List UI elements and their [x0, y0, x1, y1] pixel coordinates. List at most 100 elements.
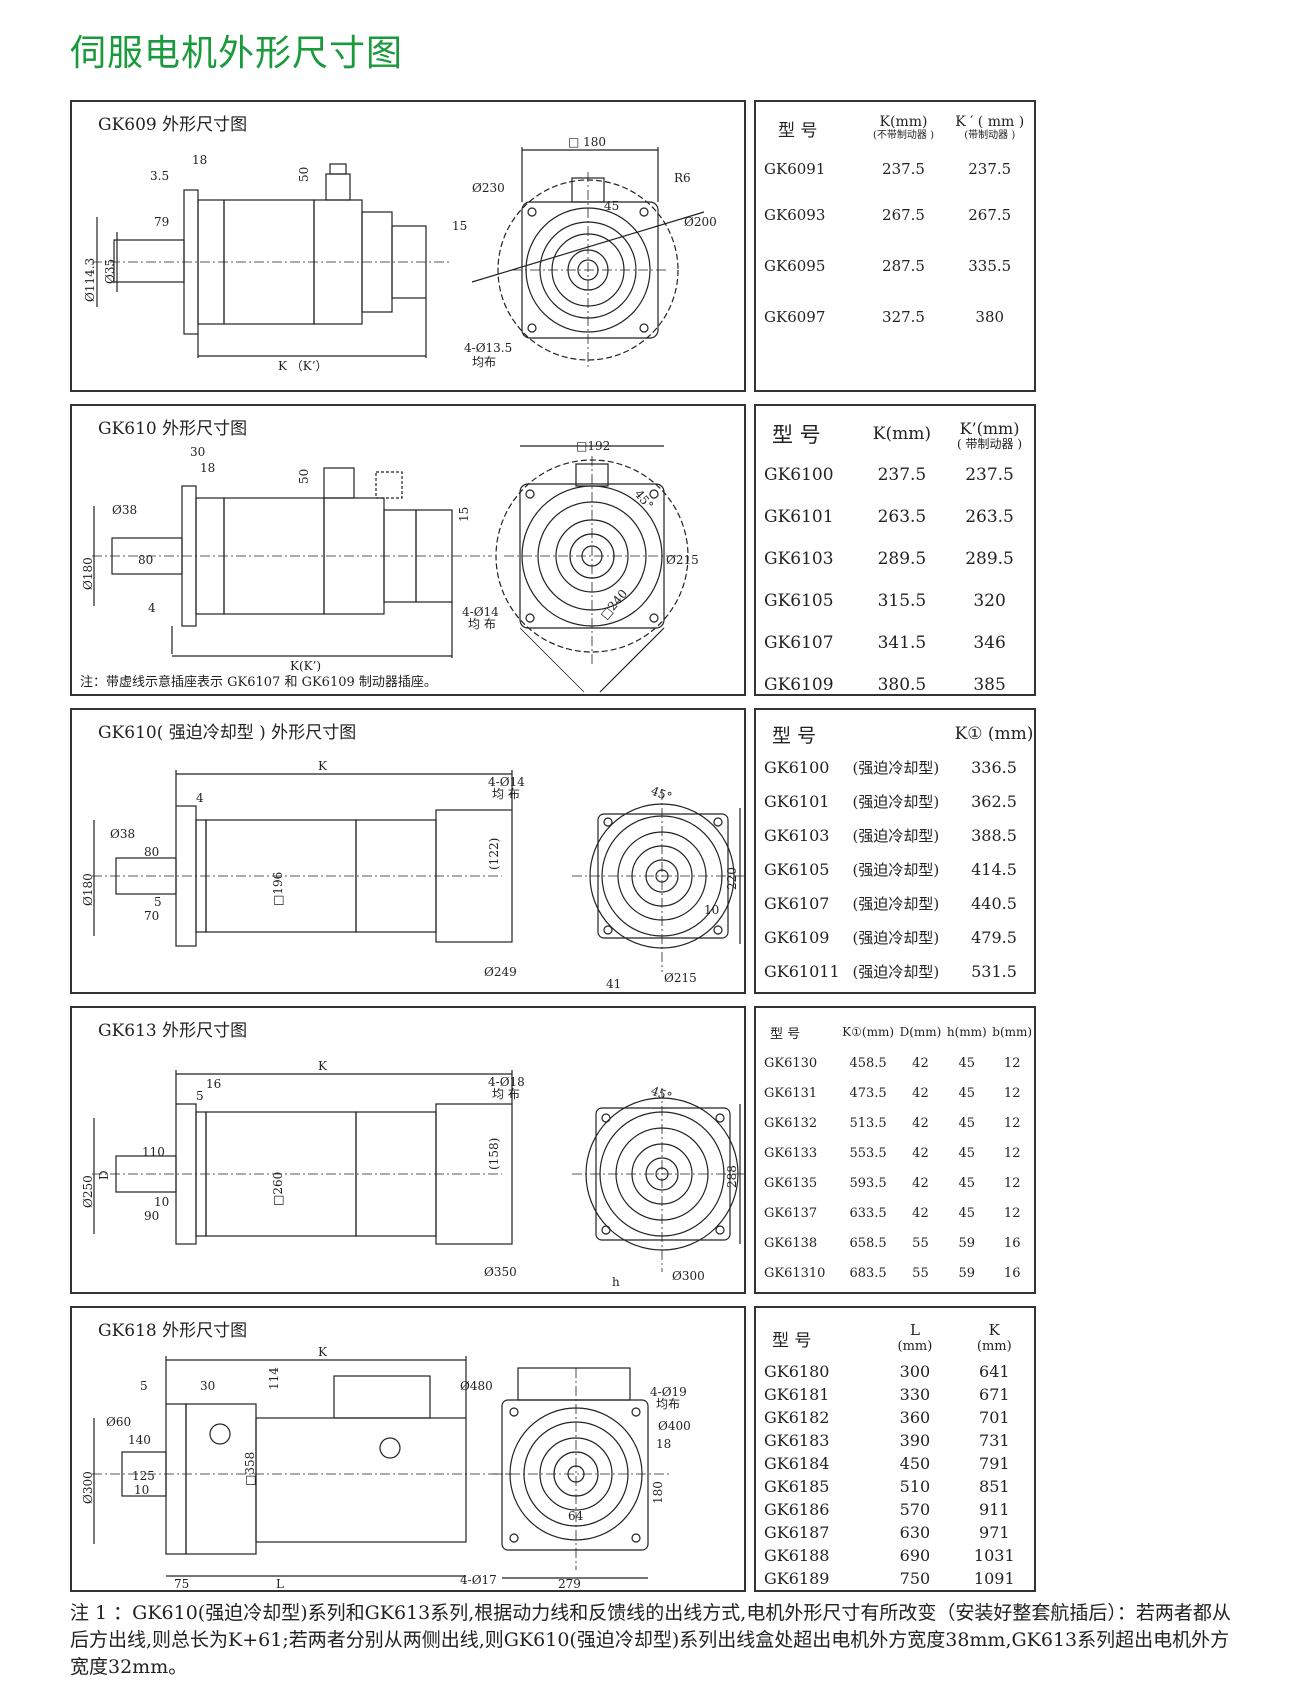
- svg-text:L: L: [276, 1577, 284, 1590]
- svg-text:288: 288: [725, 1165, 739, 1188]
- dimension-labels: K 5 30 114 Ø60 140 125 10 □358 75 L 4-Ø1…: [81, 1345, 691, 1590]
- table-row: GK6107(强迫冷却型)440.5: [764, 893, 1017, 913]
- svg-text:114: 114: [267, 1367, 281, 1390]
- table-row: GK61011(强迫冷却型)531.5: [764, 961, 1017, 981]
- svg-text:□358: □358: [243, 1452, 257, 1486]
- motor-drawing-gk609: [92, 147, 705, 370]
- svg-text:30: 30: [200, 1379, 215, 1393]
- svg-text:41: 41: [606, 977, 621, 991]
- svg-text:(158): (158): [487, 1138, 501, 1170]
- svg-text:□196: □196: [271, 872, 285, 906]
- svg-text:D: D: [97, 1170, 111, 1180]
- panel-title: GK610 外形尺寸图: [98, 419, 248, 439]
- table: 型 号 K① (mm) GK6100(强迫冷却型)336.5 GK6101(强迫…: [764, 718, 1034, 988]
- drawing-panel-gk610-forced-cooling: GK610( 强迫冷却型 ) 外形尺寸图 K 4 Ø38 80 5 70 □19…: [70, 708, 746, 994]
- svg-text:Ø114.3: Ø114.3: [83, 258, 97, 302]
- svg-text:Ø249: Ø249: [484, 965, 517, 979]
- dimension-labels: 30 18 50 Ø38 80 4 K(K’) □192 45° 15 Ø215…: [81, 439, 699, 673]
- svg-text:4-Ø14: 4-Ø14: [488, 775, 525, 789]
- svg-text:Ø215: Ø215: [666, 553, 699, 567]
- drawing-panel-gk609: GK609 外形尺寸图 18 3.5 79 50: [70, 100, 746, 392]
- table: 型 号 K(mm)(不带制动器 ) K ′ ( mm )(带制动器 ) GK60…: [764, 110, 1034, 340]
- svg-text:Ø400: Ø400: [658, 1419, 691, 1433]
- svg-text:5: 5: [196, 1089, 204, 1103]
- svg-text:18: 18: [656, 1437, 671, 1451]
- svg-text:Ø200: Ø200: [684, 215, 717, 229]
- drawing-panel-gk613: GK613 外形尺寸图 K 16 5 110 D 10 90 □260 4-Ø1…: [70, 1006, 746, 1294]
- svg-text:均 布: 均 布: [492, 787, 520, 801]
- svg-text:220: 220: [725, 867, 739, 890]
- svg-text:5: 5: [154, 895, 162, 909]
- svg-text:均布: 均布: [472, 355, 496, 369]
- svg-text:70: 70: [144, 909, 159, 923]
- motor-drawing-gk610: [92, 445, 689, 693]
- panel-title: GK609 外形尺寸图: [98, 115, 248, 135]
- dimension-labels: 18 3.5 79 50 □ 180 R6 Ø230 45 Ø200 15 4-…: [83, 135, 717, 373]
- svg-text:K: K: [318, 759, 328, 773]
- svg-text:4: 4: [148, 601, 156, 615]
- svg-text:(122): (122): [487, 838, 501, 870]
- svg-text:Ø35: Ø35: [103, 259, 117, 284]
- svg-text:4: 4: [196, 791, 204, 805]
- svg-text:R6: R6: [674, 171, 691, 185]
- svg-text:15: 15: [457, 507, 471, 522]
- motor-drawing-gk613: [92, 1070, 744, 1272]
- svg-text:110: 110: [142, 1145, 165, 1159]
- svg-text:10: 10: [134, 1483, 149, 1497]
- svg-text:Ø230: Ø230: [472, 181, 505, 195]
- svg-text:Ø180: Ø180: [81, 557, 95, 590]
- svg-text:45°: 45°: [632, 487, 656, 512]
- svg-text:均布: 均布: [656, 1397, 680, 1411]
- svg-text:180: 180: [651, 1481, 665, 1504]
- svg-text:h: h: [612, 1275, 620, 1289]
- svg-text:45: 45: [604, 199, 619, 213]
- svg-text:□192: □192: [576, 439, 610, 453]
- svg-text:80: 80: [138, 553, 153, 567]
- motor-drawing-gk610-forced: [92, 770, 744, 972]
- svg-text:Ø480: Ø480: [460, 1379, 493, 1393]
- svg-text:50: 50: [297, 167, 311, 182]
- svg-text:30: 30: [190, 445, 205, 459]
- table-row: GK6103(强迫冷却型)388.5: [764, 825, 1017, 845]
- svg-text:□240: □240: [598, 587, 631, 622]
- svg-text:Ø350: Ø350: [484, 1265, 517, 1279]
- svg-text:Ø215: Ø215: [664, 971, 697, 985]
- svg-text:K （K’）: K （K’）: [278, 359, 328, 373]
- svg-text:16: 16: [206, 1077, 221, 1091]
- svg-text:K: K: [318, 1345, 328, 1359]
- svg-text:Ø38: Ø38: [112, 503, 137, 517]
- svg-text:□ 180: □ 180: [568, 135, 606, 149]
- svg-text:4-Ø19: 4-Ø19: [650, 1385, 687, 1399]
- svg-text:均 布: 均 布: [468, 617, 496, 631]
- svg-text:140: 140: [128, 1433, 151, 1447]
- svg-text:79: 79: [154, 215, 169, 229]
- svg-text:K(K’): K(K’): [290, 659, 321, 673]
- svg-text:45°: 45°: [649, 1084, 674, 1104]
- svg-text:18: 18: [200, 461, 215, 475]
- table-row: GK6101(强迫冷却型)362.5: [764, 791, 1017, 811]
- svg-text:50: 50: [297, 469, 311, 484]
- svg-text:125: 125: [132, 1469, 155, 1483]
- svg-text:45°: 45°: [649, 784, 674, 804]
- svg-text:Ø38: Ø38: [110, 827, 135, 841]
- svg-text:90: 90: [144, 1209, 159, 1223]
